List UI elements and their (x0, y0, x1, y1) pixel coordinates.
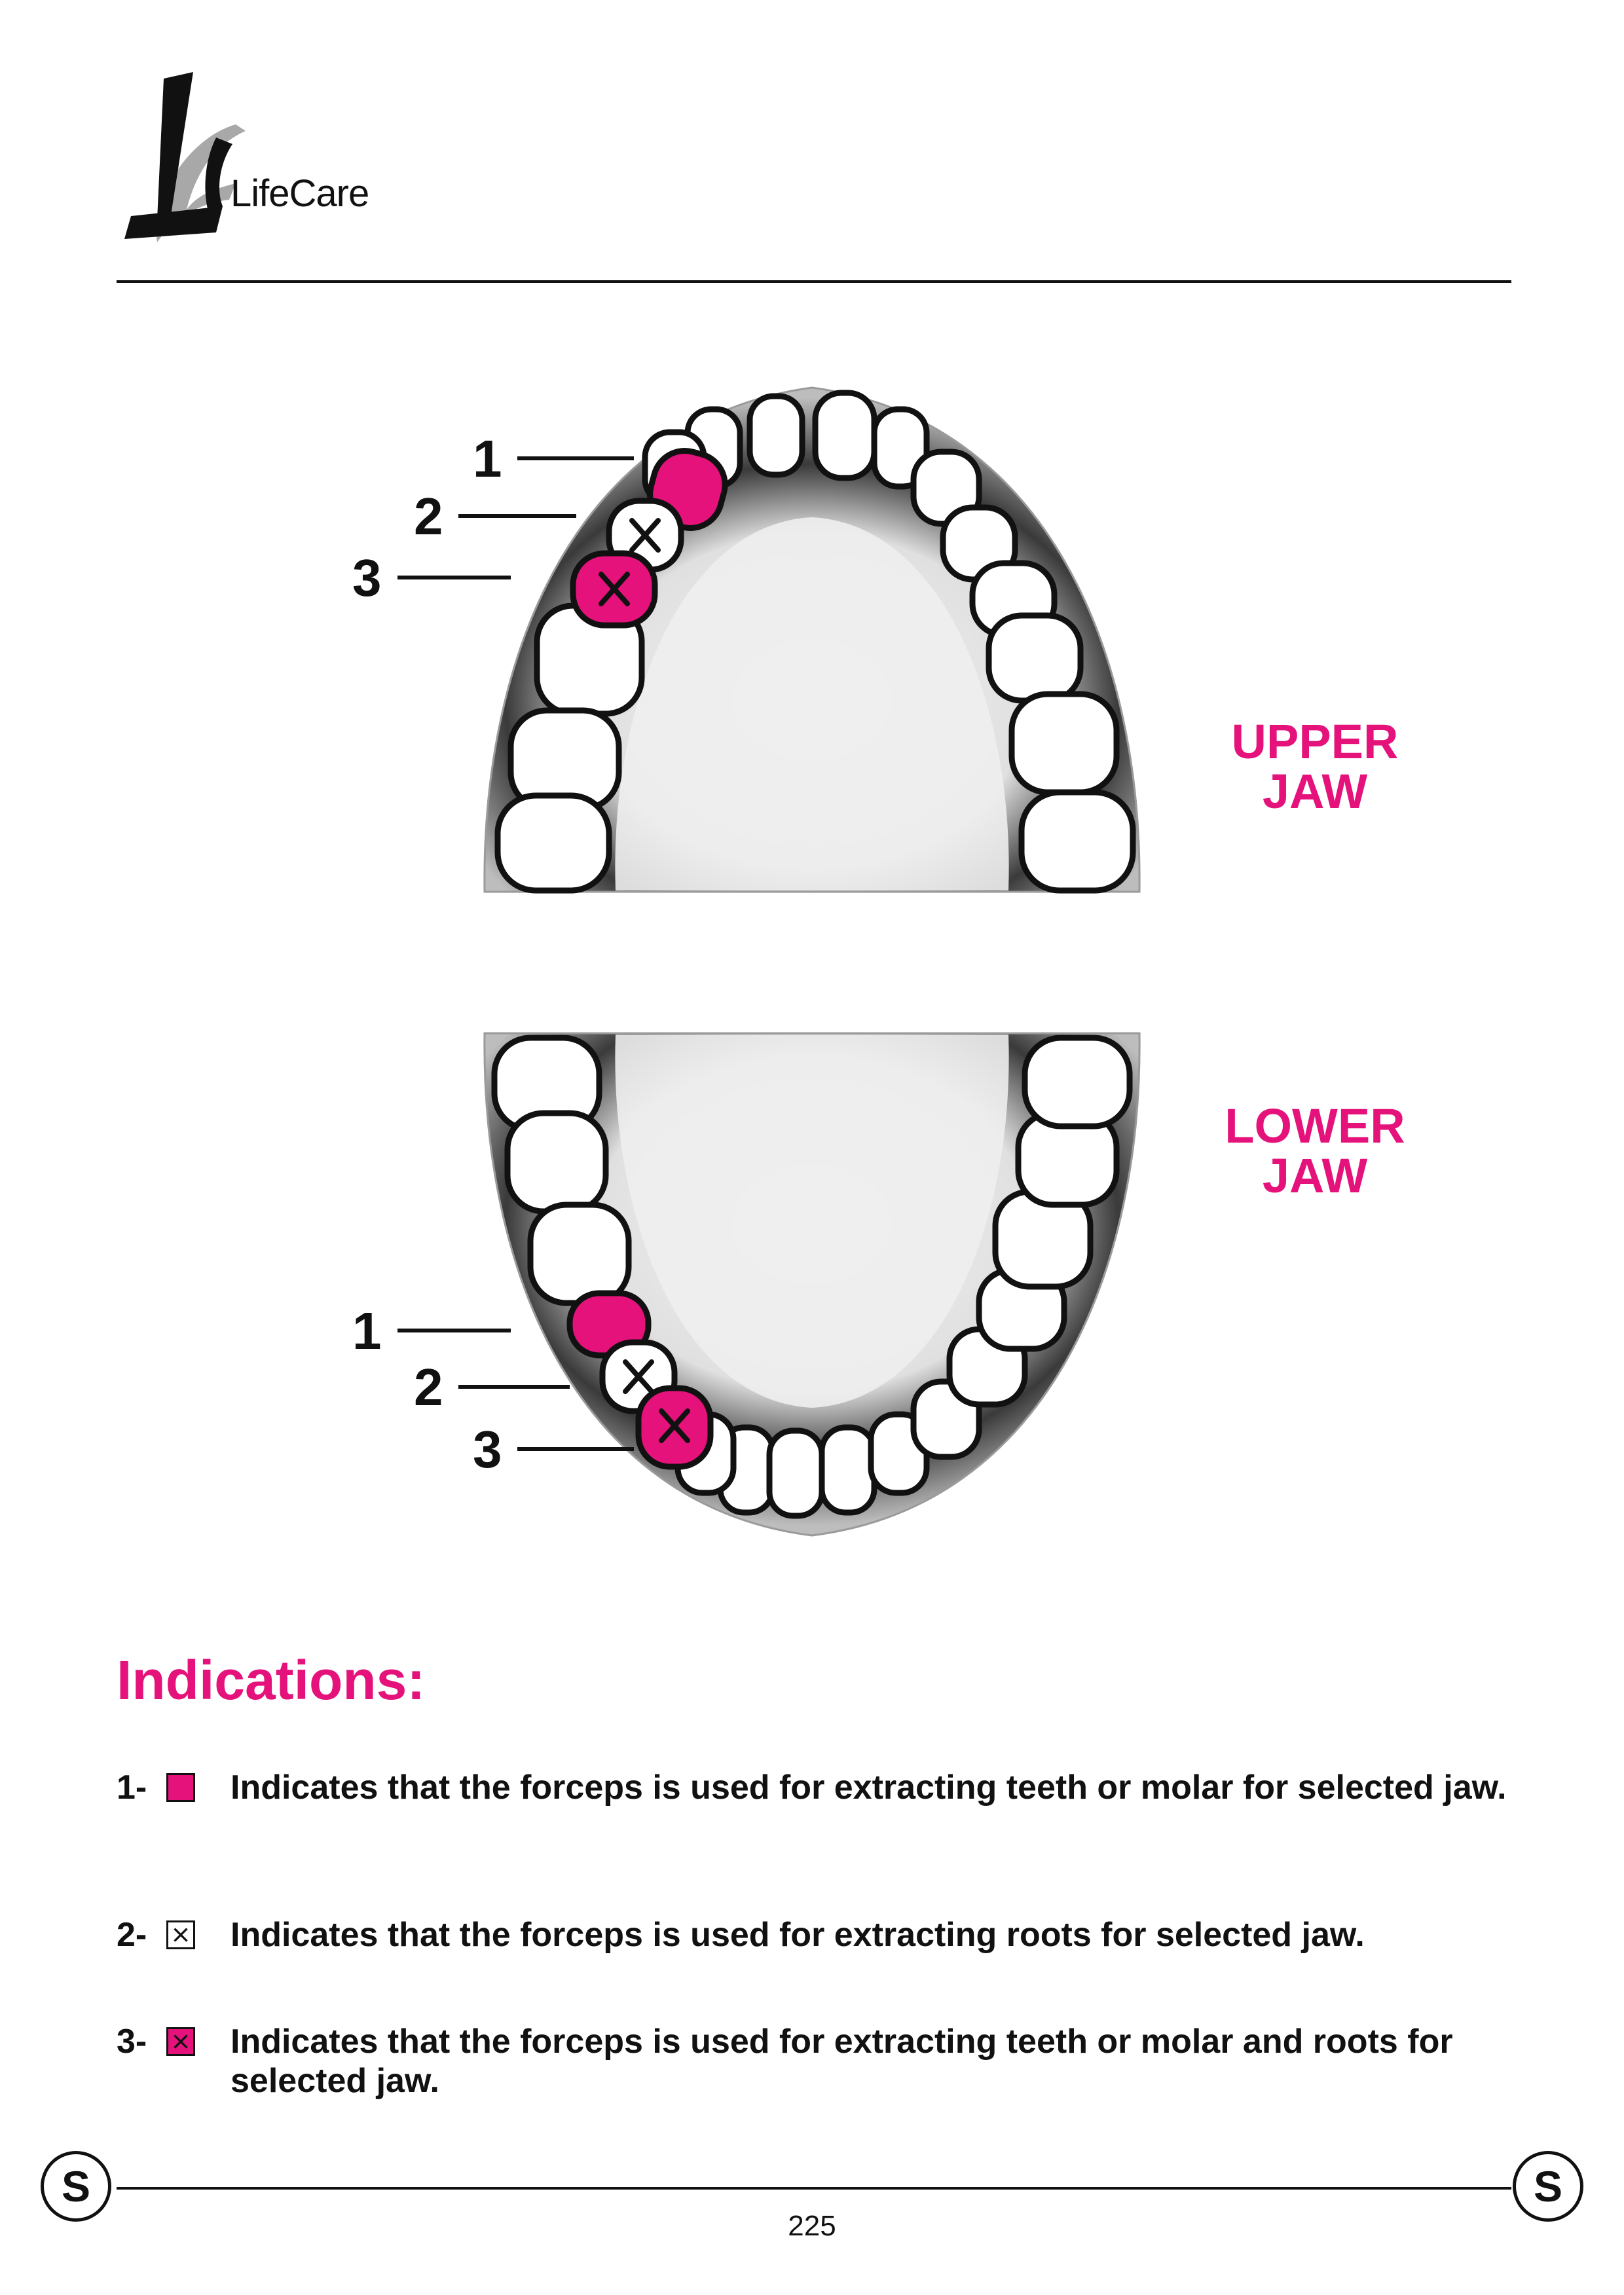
lower-jaw-label-line2: JAW (1262, 1148, 1368, 1203)
indication-number: 1- (117, 1769, 147, 1807)
lower-callout-3: 3 (473, 1420, 502, 1478)
footer-rule (117, 2187, 1511, 2190)
upper-jaw-label: UPPER JAW (1184, 717, 1446, 817)
footer-left-badge: S (41, 2151, 111, 2222)
indication-item-3: 3- Indicates that the forceps is used fo… (117, 2022, 1518, 2107)
indications-title: Indications: (117, 1649, 426, 1711)
logo-text: LifeCare (231, 172, 369, 215)
lifecare-logo (111, 65, 393, 262)
jaw-diagram (397, 386, 1141, 1537)
upper-callout-3: 3 (352, 549, 382, 607)
indication-text: Indicates that the forceps is used for e… (231, 2023, 1453, 2100)
crossed-filled-square-icon (166, 2027, 195, 2056)
indication-text: Indicates that the forceps is used for e… (231, 1769, 1507, 1807)
lower-jaw-label: LOWER JAW (1184, 1101, 1446, 1201)
header-rule (117, 280, 1511, 283)
footer-right-badge: S (1513, 2151, 1583, 2222)
upper-jaw-label-line2: JAW (1262, 764, 1368, 818)
lifecare-lc-logo-icon (124, 72, 246, 242)
indication-text: Indicates that the forceps is used for e… (231, 1916, 1365, 1954)
indication-item-2: 2- Indicates that the forceps is used fo… (117, 1915, 1518, 1961)
upper-jaw-label-line1: UPPER (1231, 714, 1399, 769)
lower-callout-2: 2 (414, 1358, 443, 1416)
upper-jaw (397, 386, 1141, 894)
lower-jaw (397, 1032, 1141, 1537)
upper-callout-2: 2 (414, 487, 443, 545)
lower-jaw-label-line1: LOWER (1225, 1099, 1405, 1153)
crossed-square-icon (166, 1920, 195, 1949)
indication-number: 2- (117, 1916, 147, 1954)
indication-number: 3- (117, 2023, 147, 2061)
lower-callout-1: 1 (352, 1302, 382, 1360)
indication-item-1: 1- Indicates that the forceps is used fo… (117, 1768, 1518, 1853)
upper-callout-1: 1 (473, 430, 502, 488)
page-number: 225 (788, 2210, 836, 2242)
filled-square-icon (166, 1773, 195, 1802)
